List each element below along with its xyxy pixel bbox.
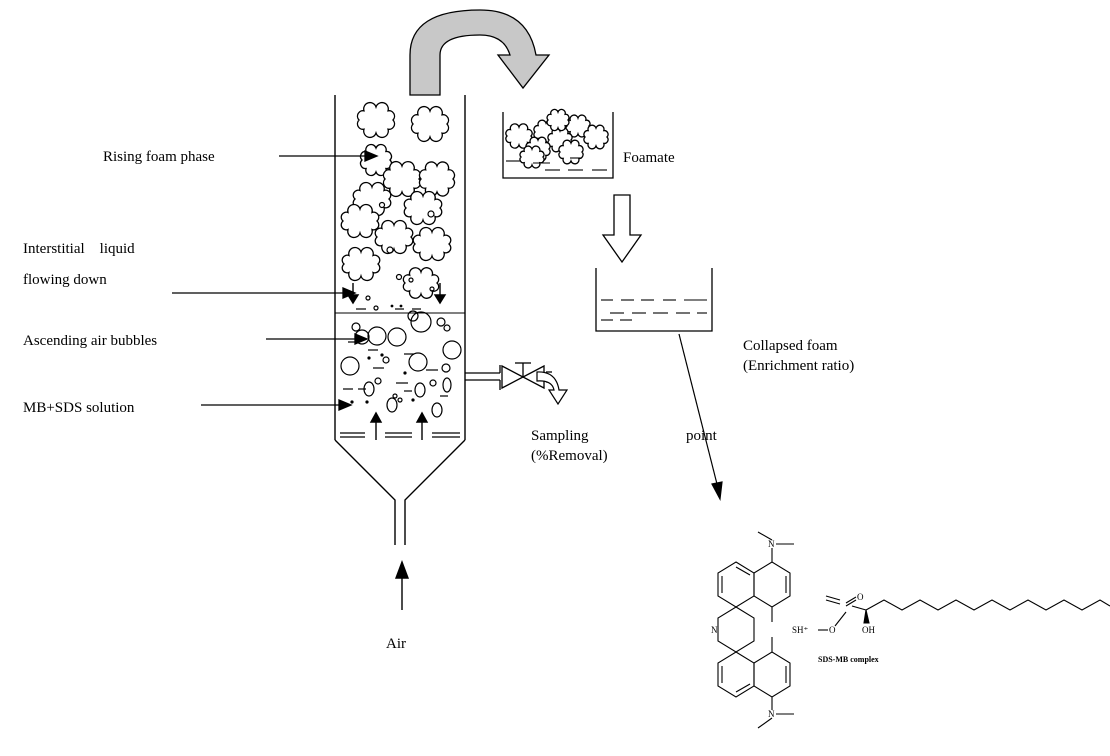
foam-cloud — [412, 226, 452, 262]
molecule-atoms: N SH⁺ O O OH N N SDS-MB complex — [711, 539, 879, 719]
right-bottom-ring — [753, 651, 791, 698]
foam-cloud — [546, 108, 570, 132]
air-bubbles-group — [340, 310, 462, 418]
label-interstitial-2: flowing down — [23, 272, 107, 288]
atom-o-link: O — [829, 625, 836, 635]
sparger-plate — [340, 432, 460, 438]
sds-mb-complex-structure — [717, 531, 1110, 729]
foam-small-bubbles — [365, 201, 435, 311]
sampling-outlet-arrow — [536, 371, 569, 406]
foam-cloud — [340, 203, 380, 239]
top-benzene-ring — [717, 561, 755, 608]
foam-cloud — [341, 246, 381, 282]
foam-cloud — [410, 105, 450, 143]
bottom-benzene-ring — [717, 651, 755, 698]
internal-flow-arrows — [346, 283, 447, 440]
collapsed-foam-container — [595, 268, 713, 332]
foam-bubbles-group — [340, 101, 609, 299]
foam-cloud — [402, 267, 440, 299]
middle-ring — [717, 606, 755, 653]
label-interstitial-1: Interstitial liquid — [23, 241, 135, 257]
foam-cloud — [356, 101, 396, 139]
atom-n-bottom: N — [768, 709, 775, 719]
foam-transfer-arrow — [409, 9, 551, 96]
bubble-dashes — [343, 308, 448, 397]
foam-cloud — [374, 219, 414, 255]
label-arrows — [172, 150, 379, 411]
atom-n-ring: N — [711, 625, 718, 635]
label-collapsed-1: Collapsed foam — [743, 338, 838, 354]
label-foamate: Foamate — [623, 150, 675, 166]
atom-sulfonium: SH⁺ — [792, 625, 809, 635]
air-inlet-arrow — [394, 560, 410, 610]
complex-arrow — [678, 333, 723, 501]
foam-cloud — [519, 145, 545, 169]
transfer-arrow-shape — [409, 9, 551, 96]
atom-o-double: O — [857, 592, 864, 602]
label-sampling-1: Sampling — [531, 428, 589, 444]
right-top-ring — [753, 561, 791, 608]
label-sampling-point: point — [686, 428, 718, 444]
atom-oh: OH — [862, 625, 875, 635]
collapse-arrow — [601, 194, 643, 264]
label-ascending-bubbles: Ascending air bubbles — [23, 333, 157, 349]
foam-cloud — [583, 124, 609, 150]
foamate-container — [502, 112, 614, 179]
bubble-dots — [350, 304, 415, 404]
labels: Rising foam phase Interstitial liquid fl… — [23, 149, 854, 652]
collapsed-foam-lines — [601, 299, 707, 321]
atom-n-top: N — [768, 539, 775, 549]
molecule-caption: SDS-MB complex — [818, 655, 879, 664]
sampling-pipe — [465, 365, 501, 390]
label-sampling-2: (%Removal) — [531, 448, 608, 464]
fractionation-column — [334, 95, 466, 545]
label-rising-foam: Rising foam phase — [103, 149, 215, 165]
foamate-lines — [506, 157, 607, 171]
foam-cloud — [418, 161, 456, 197]
label-collapsed-2: (Enrichment ratio) — [743, 358, 854, 374]
label-air: Air — [386, 636, 406, 652]
foam-cloud — [558, 139, 584, 165]
label-solution: MB+SDS solution — [23, 400, 135, 416]
